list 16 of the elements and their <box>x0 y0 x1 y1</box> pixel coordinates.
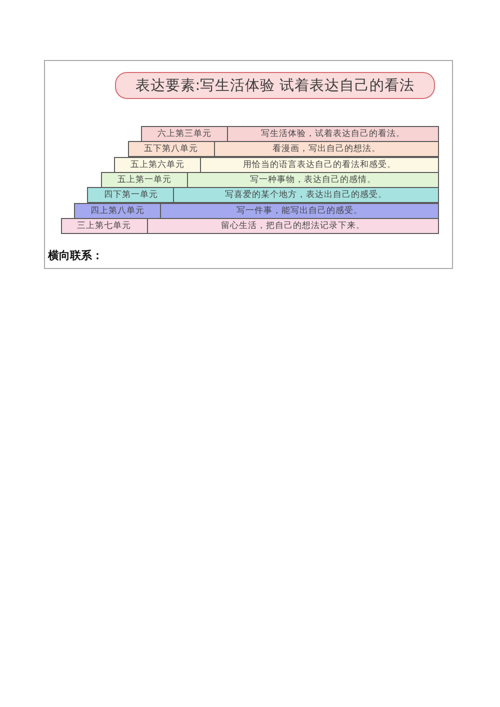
description-cell: 写喜爱的某个地方，表达出自己的感受。 <box>173 187 439 204</box>
unit-cell: 三上第七单元 <box>60 218 148 234</box>
description-cell: 留心生活，把自己的想法记录下来。 <box>146 218 439 234</box>
unit-cell: 六上第三单元 <box>141 126 228 142</box>
description-cell: 用恰当的语言表达自己的看法和感受。 <box>200 156 439 173</box>
unit-cell: 五上第六单元 <box>114 156 202 173</box>
description-cell: 写一种事物，表达自己的感情。 <box>186 172 439 188</box>
title-banner: 表达要素:写生活体验 试着表达自己的看法 <box>115 72 435 99</box>
section-heading: 横向联系： <box>48 248 103 263</box>
unit-cell: 五下第八单元 <box>128 141 215 158</box>
unit-cell: 四下第一单元 <box>87 187 174 204</box>
description-cell: 看漫画，写出自己的想法。 <box>214 141 439 158</box>
unit-cell: 四上第八单元 <box>74 202 161 218</box>
description-cell: 写一件事，能写出自己的感受。 <box>160 202 439 218</box>
unit-cell: 五上第一单元 <box>100 172 188 188</box>
description-cell: 写生活体验，试着表达自己的看法。 <box>227 126 439 142</box>
